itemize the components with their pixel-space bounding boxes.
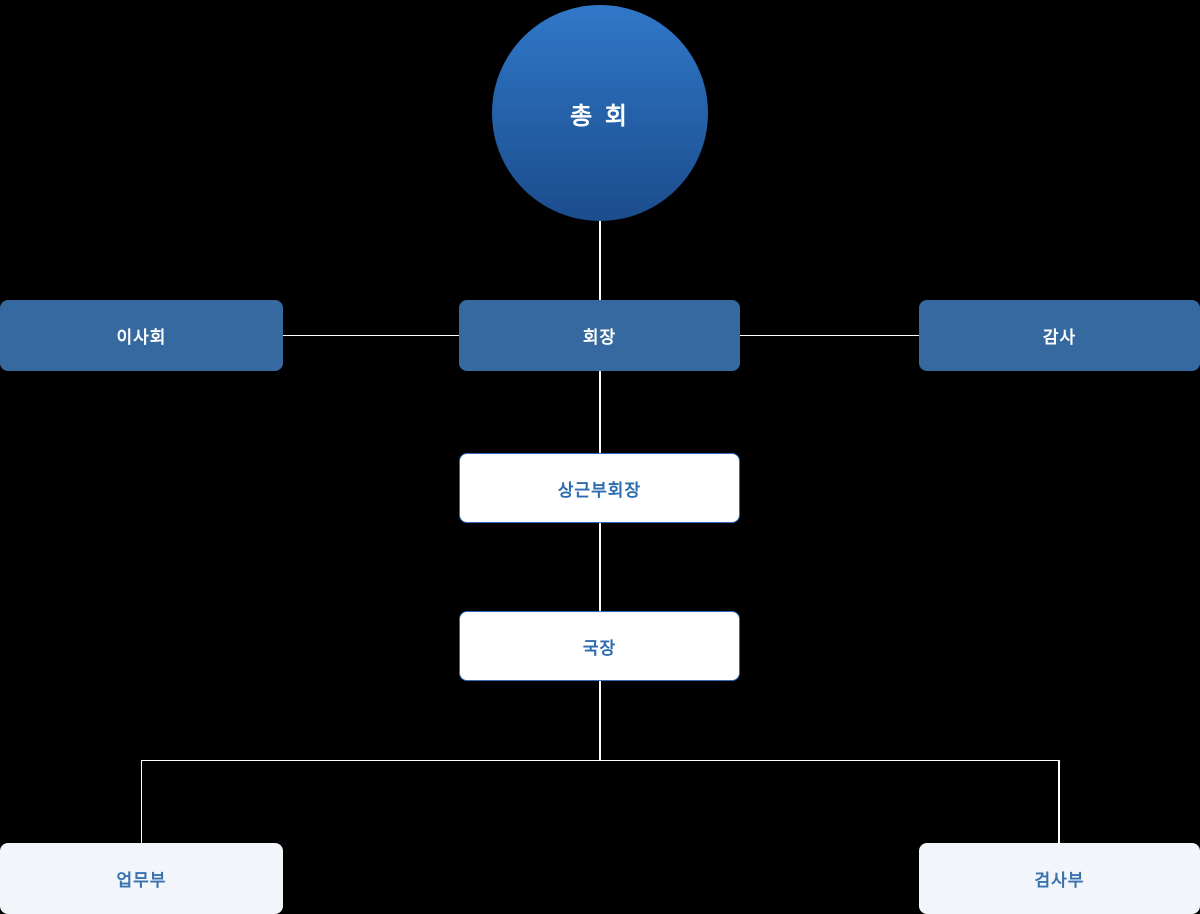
connector-departments-horizontal [140,759,1059,761]
node-board-of-directors: 이사회 [0,300,283,371]
node-inspection-department-label: 검사부 [1034,871,1085,890]
node-business-department-label: 업무부 [116,871,167,890]
connector-board-to-chairman [283,334,459,336]
node-business-department: 업무부 [0,843,283,914]
node-board-of-directors-label: 이사회 [116,328,167,347]
node-chairman-label: 회장 [582,328,617,347]
connector-vice-chairman-to-director [599,523,601,611]
node-auditor-label: 감사 [1042,328,1077,347]
connector-drop-business-dept [140,760,142,843]
connector-chairman-to-auditor [740,334,919,336]
connector-drop-inspection-dept [1058,760,1060,843]
connector-chairman-to-vice-chairman [599,371,601,453]
node-standing-vice-chairman-label: 상근부회장 [557,480,642,500]
connector-director-down [599,681,601,760]
node-standing-vice-chairman: 상근부회장 [459,453,740,523]
node-director-general-label: 국장 [582,638,617,658]
node-auditor: 감사 [919,300,1200,371]
node-inspection-department: 검사부 [919,843,1200,914]
node-director-general: 국장 [459,611,740,681]
node-chairman: 회장 [459,300,740,371]
connector-assembly-to-chairman [599,219,601,300]
node-general-assembly: 총 회 [492,5,708,221]
node-general-assembly-label: 총 회 [570,102,630,130]
